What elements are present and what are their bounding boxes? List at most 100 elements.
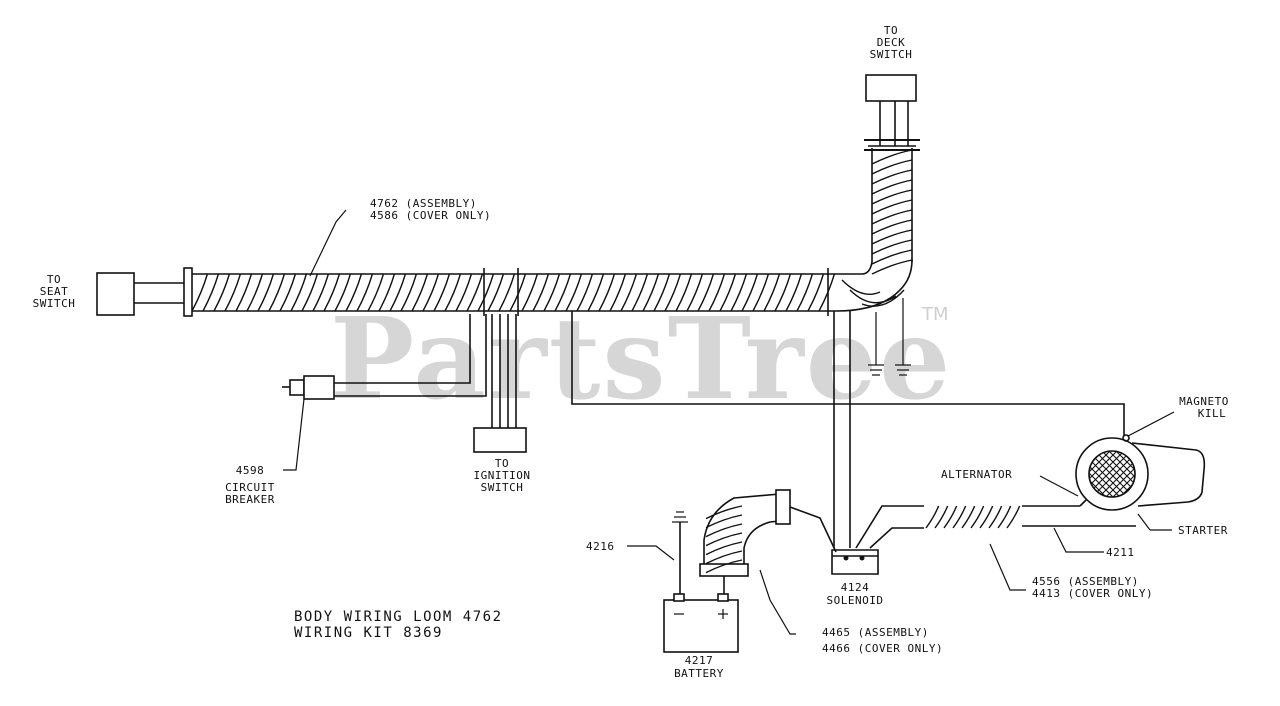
label-line: 4466 (COVER ONLY) [822,642,943,655]
loom-coil [378,273,396,312]
loom-coil [871,249,913,265]
ground-icon [672,511,688,523]
loom-coil [997,505,1012,529]
loom-coil [785,273,803,312]
loom-coil [741,273,759,312]
starter-label: STARTER [1178,524,1228,537]
loom-coil [970,505,985,529]
magneto-kill-label: MAGNETO KILL [1179,395,1229,420]
label-line: 4586 (COVER ONLY) [370,209,491,222]
title-line: BODY WIRING LOOM 4762 [294,609,503,625]
loom-coil [279,273,297,312]
loom-end-clamp-left [183,267,193,317]
solenoid-feed-wires [833,311,851,548]
loom-coil [246,273,264,312]
loom-coil [705,514,743,529]
loom-coil [323,273,341,312]
loom-coil [934,505,949,529]
loom-coil [301,273,319,312]
loom-coil [191,273,209,312]
loom-coil [455,273,473,312]
loom-coil [268,273,286,312]
part-4211-label: 4211 [1106,546,1135,559]
loom-coil [466,273,484,312]
loom-coil [422,273,440,312]
label-line: 4217 [685,654,714,667]
alternator-label: ALTERNATOR [941,468,1012,481]
ignition-switch-connector [473,427,527,453]
deck-switch-label: TO DECK SWITCH [870,24,912,61]
loom-coil [752,273,770,312]
loom-coil [943,505,958,529]
loom-coil [697,273,715,312]
main-loom [183,267,862,317]
loom-coil [952,505,967,529]
loom-coil [367,273,385,312]
loom-coil [433,273,451,312]
title-line: WIRING KIT 8369 [294,625,443,641]
label-line: SOLENOID [827,594,884,607]
loom-coil [871,259,913,275]
loom-coil [705,550,743,565]
loom-coil [664,273,682,312]
label-line: TO [884,24,898,37]
loom-coil [705,523,743,538]
label-line: BATTERY [674,667,724,680]
loom-coil [345,273,363,312]
seat-switch-label: TO SEAT SWITCH [33,273,76,310]
label-line: MAGNETO [1179,395,1229,408]
circuit-breaker-wires [282,314,487,471]
loom-coil [620,273,638,312]
magneto-kill-terminal [1122,434,1130,442]
loom-coil [807,273,825,312]
loom-coil [389,273,407,312]
loom-coil [587,273,605,312]
label-line: TO [47,273,61,286]
label-line: SWITCH [481,481,524,494]
loom-coil [565,273,583,312]
loom-coil [498,273,516,312]
loom-coil [705,541,743,556]
loom-coil [312,273,330,312]
label-line: 4556 (ASSEMBLY) [1032,575,1139,588]
battery-loom [699,489,837,635]
label-line: SWITCH [33,297,76,310]
loom-coil [400,273,418,312]
loom-coil [356,273,374,312]
ground-wires [868,298,911,376]
loom-coil [705,532,743,547]
loom-coil [871,169,913,185]
loom-coil [705,559,743,574]
loom-coil [290,273,308,312]
ground-icon [895,364,911,376]
loom-coil [979,505,994,529]
deck-loom [835,74,920,312]
battery-loom-label: 4465 (ASSEMBLY) 4466 (COVER ONLY) [822,626,943,655]
loom-coil [871,179,913,195]
loom-coil [705,505,743,520]
label-line: 4762 (ASSEMBLY) [370,197,477,210]
loom-coil [609,273,627,312]
loom-coil [719,273,737,312]
loom-coil [576,273,594,312]
loom-coil [675,273,693,312]
solenoid-label: 4124 SOLENOID [827,581,884,607]
loom-coil [554,273,572,312]
loom-coil [730,273,748,312]
label-line: CIRCUIT [225,481,275,494]
loom-coil [213,273,231,312]
magneto-kill-wire [571,311,1125,436]
watermark-tm: TM [921,304,949,325]
battery-loom-clamp-bottom [699,563,749,577]
battery-body [663,599,739,653]
deck-switch-connector [865,74,917,102]
ignition-switch-wires [473,314,527,453]
label-line: KILL [1198,407,1227,420]
loom-coil [774,273,792,312]
label-line: 4413 (COVER ONLY) [1032,587,1153,600]
starter-loom-label: 4556 (ASSEMBLY) 4413 (COVER ONLY) [1032,575,1153,600]
loom-coil [871,209,913,225]
loom-coil [961,505,976,529]
battery-terminal-pos [717,593,729,602]
